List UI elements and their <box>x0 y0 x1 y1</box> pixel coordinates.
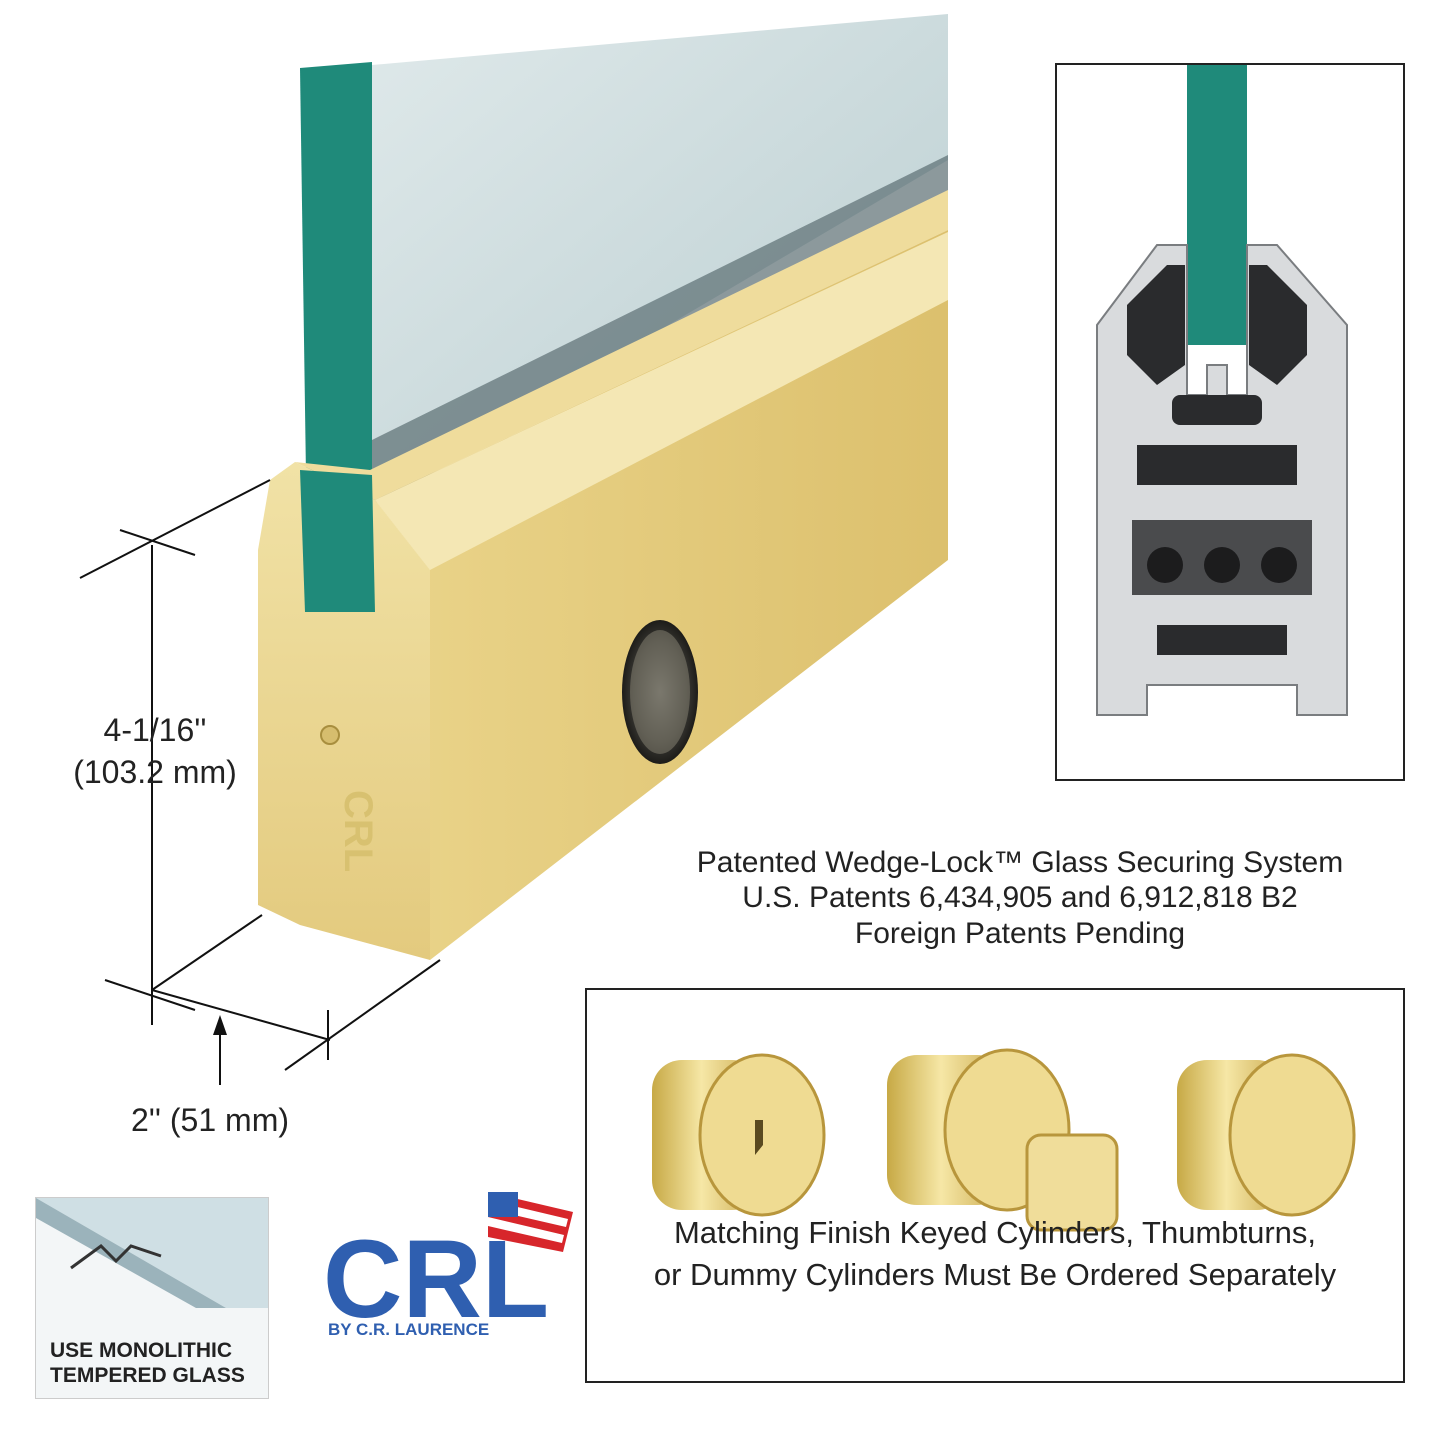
cylinders-caption: Matching Finish Keyed Cylinders, Thumbtu… <box>587 1212 1403 1296</box>
height-dimension-inch: 4-1/16'' <box>103 712 207 748</box>
cross-section-frame <box>1055 63 1405 781</box>
dummy-cylinder <box>1177 1053 1356 1217</box>
cylinders-illustration <box>652 1048 1356 1232</box>
svg-text:CRL: CRL <box>336 790 380 872</box>
height-dimension: 4-1/16'' (103.2 mm) <box>40 710 270 793</box>
width-dimension: 2'' (51 mm) <box>130 1102 289 1138</box>
glass-pane-icon <box>36 1198 268 1308</box>
glass-badge-line2: TEMPERED GLASS <box>50 1364 245 1388</box>
key-icon <box>755 1120 763 1155</box>
cylinders-caption-line1: Matching Finish Keyed Cylinders, Thumbtu… <box>673 1215 1317 1250</box>
patent-caption: Patented Wedge-Lock™ Glass Securing Syst… <box>660 845 1380 951</box>
crl-logo-byline: BY C.R. LAURENCE <box>328 1320 490 1339</box>
tempered-glass-badge: USE MONOLITHIC TEMPERED GLASS <box>35 1197 269 1399</box>
rail-bevel <box>375 232 948 570</box>
height-dimension-mm: (103.2 mm) <box>73 753 237 790</box>
rail-side <box>375 230 948 960</box>
glass-badge-line1: USE MONOLITHIC <box>50 1339 232 1362</box>
cylinders-frame: Matching Finish Keyed Cylinders, Thumbtu… <box>585 988 1405 1383</box>
crl-logo-icon: CRL <box>323 1192 573 1341</box>
keyed-cylinder <box>652 1053 826 1217</box>
svg-text:CRL: CRL <box>323 1218 549 1341</box>
cylinders-caption-line2: or Dummy Cylinders Must Be Ordered Separ… <box>653 1256 1337 1292</box>
patent-caption-line3: Foreign Patents Pending <box>854 916 1186 950</box>
crl-logo: CRL BY C.R. LAURENCE <box>318 1192 578 1372</box>
glass-badge-text: USE MONOLITHIC TEMPERED GLASS <box>50 1338 265 1388</box>
rail-top <box>295 190 948 500</box>
thumbturn-cylinder <box>887 1048 1119 1232</box>
cross-section-diagram <box>1096 65 1348 716</box>
patent-caption-line1: Patented Wedge-Lock™ Glass Securing Syst… <box>696 846 1344 879</box>
patent-caption-line2: U.S. Patents 6,434,905 and 6,912,818 B2 <box>742 881 1298 915</box>
rail-end <box>258 462 430 960</box>
